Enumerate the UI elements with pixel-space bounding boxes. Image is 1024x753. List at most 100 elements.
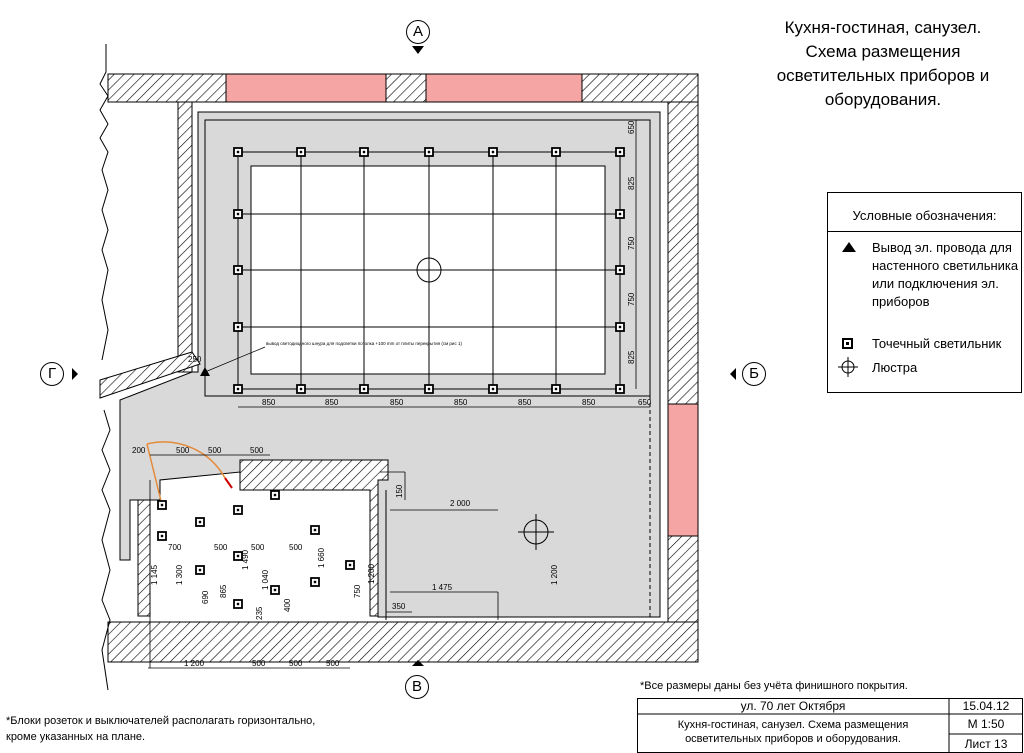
dim-1200-bottom: 1 200 <box>184 659 205 668</box>
dim-750-2: 750 <box>627 292 636 306</box>
chandelier-icon <box>518 514 554 550</box>
spotlight-core <box>160 534 164 538</box>
axis-v-arrow <box>412 660 424 666</box>
dim-500-c: 500 <box>250 446 264 455</box>
spotlight-core <box>362 387 366 391</box>
dim-250: 250 <box>188 355 202 364</box>
spotlight-core <box>273 588 277 592</box>
ceiling-led-note: вывод светодиодного шнура для подсветки … <box>266 341 462 346</box>
legend-item-spotlight: Точечный светильник <box>872 336 1002 351</box>
dim-1200-bath: 1 200 <box>367 563 376 584</box>
axis-label-a: А <box>406 20 430 44</box>
title-line: Схема размещения <box>805 42 961 61</box>
dim-500-g: 500 <box>252 659 266 668</box>
window-top-left <box>225 73 387 103</box>
title-block: ул. 70 лет Октября 15.04.12 Кухня-гостин… <box>637 698 1023 753</box>
dim-1200-right: 1 200 <box>550 564 559 585</box>
dim-825-top: 825 <box>627 176 636 190</box>
dim-850-2: 850 <box>325 398 339 407</box>
title-line: Кухня-гостиная, санузел. <box>784 18 982 37</box>
spotlight-core <box>491 387 495 391</box>
spotlight-core <box>554 150 558 154</box>
stamp-address: ул. 70 лет Октября <box>740 699 846 713</box>
stamp-description: Кухня-гостиная, санузел. Схема размещени… <box>677 719 909 745</box>
spotlight-core <box>236 325 240 329</box>
spotlight-core <box>236 554 240 558</box>
spotlight-core <box>427 150 431 154</box>
spotlight-core <box>299 387 303 391</box>
dim-850-1: 850 <box>262 398 276 407</box>
stamp-date: 15.04.12 <box>962 699 1010 713</box>
door-swings <box>146 441 233 506</box>
spotlight-core <box>362 150 366 154</box>
spotlight-core <box>618 150 622 154</box>
axis-b-arrow <box>730 368 736 380</box>
legend: Условные обозначения: Вывод эл. провода … <box>827 192 1022 393</box>
dim-690: 690 <box>201 590 210 604</box>
dim-650-top: 650 <box>627 120 636 134</box>
dim-1475: 1 475 <box>432 583 453 592</box>
dim-400: 400 <box>283 598 292 612</box>
spotlight-core <box>273 493 277 497</box>
ceiling-frame <box>204 119 651 397</box>
dim-150: 150 <box>395 484 404 498</box>
dim-500-i: 500 <box>326 659 340 668</box>
spotlight-core <box>236 387 240 391</box>
dim-700: 700 <box>168 543 182 552</box>
dim-500-a: 500 <box>176 446 190 455</box>
dim-1040: 1 040 <box>261 569 270 590</box>
spotlight-core <box>236 212 240 216</box>
stamp-scale: М 1:50 <box>967 717 1005 731</box>
chandelier-icon <box>411 252 447 288</box>
spotlights <box>157 147 625 609</box>
axis-label-v: В <box>405 675 429 699</box>
drawing-title: Кухня-гостиная, санузел. Схема размещени… <box>752 16 1014 112</box>
stamp-sheet: Лист 13 <box>964 737 1008 751</box>
spotlight-icon <box>842 338 853 349</box>
chandelier-icon <box>838 357 858 377</box>
spotlight-core <box>299 150 303 154</box>
dim-850-6: 850 <box>582 398 596 407</box>
dimensions-note: *Все размеры даны без учёта финишного по… <box>640 680 908 692</box>
spotlight-core <box>313 580 317 584</box>
dim-1490: 1 490 <box>241 549 250 570</box>
dim-2000: 2 000 <box>450 499 471 508</box>
spotlight-core <box>236 602 240 606</box>
walls <box>99 44 699 691</box>
spotlight-core <box>198 568 202 572</box>
spotlight-core <box>618 268 622 272</box>
dim-750-1: 750 <box>627 236 636 250</box>
dim-750-bath: 750 <box>353 584 362 598</box>
dim-850-3: 850 <box>390 398 404 407</box>
dim-1300: 1 300 <box>175 564 184 585</box>
dimension-lines <box>148 120 650 669</box>
title-line: осветительных приборов и <box>776 66 990 85</box>
spotlight-core <box>427 387 431 391</box>
triangle-icon <box>842 242 856 252</box>
dim-1660: 1 660 <box>317 547 326 568</box>
spotlight-core <box>236 150 240 154</box>
spotlight-core <box>313 528 317 532</box>
spotlight-core <box>236 508 240 512</box>
dim-200: 200 <box>132 446 146 455</box>
spotlight-core <box>160 503 164 507</box>
spotlight-core <box>491 150 495 154</box>
dim-235: 235 <box>255 606 264 620</box>
window-top-right <box>425 73 583 103</box>
spotlight-core <box>554 387 558 391</box>
spotlight-core <box>618 387 622 391</box>
dim-500-f: 500 <box>289 543 303 552</box>
spotlight-core <box>618 212 622 216</box>
legend-item-outlet: Вывод эл. провода для настенного светиль… <box>872 240 1019 309</box>
dim-850-5: 850 <box>518 398 532 407</box>
dim-850-4: 850 <box>454 398 468 407</box>
dim-650-right: 650 <box>638 398 652 407</box>
spotlight-core <box>236 268 240 272</box>
title-line: оборудования. <box>824 90 942 109</box>
sockets-note: *Блоки розеток и выключателей располагат… <box>6 715 316 743</box>
dim-865: 865 <box>219 584 228 598</box>
dim-350: 350 <box>392 602 406 611</box>
axis-label-b: Б <box>742 362 766 386</box>
legend-heading: Условные обозначения: <box>828 193 1021 232</box>
